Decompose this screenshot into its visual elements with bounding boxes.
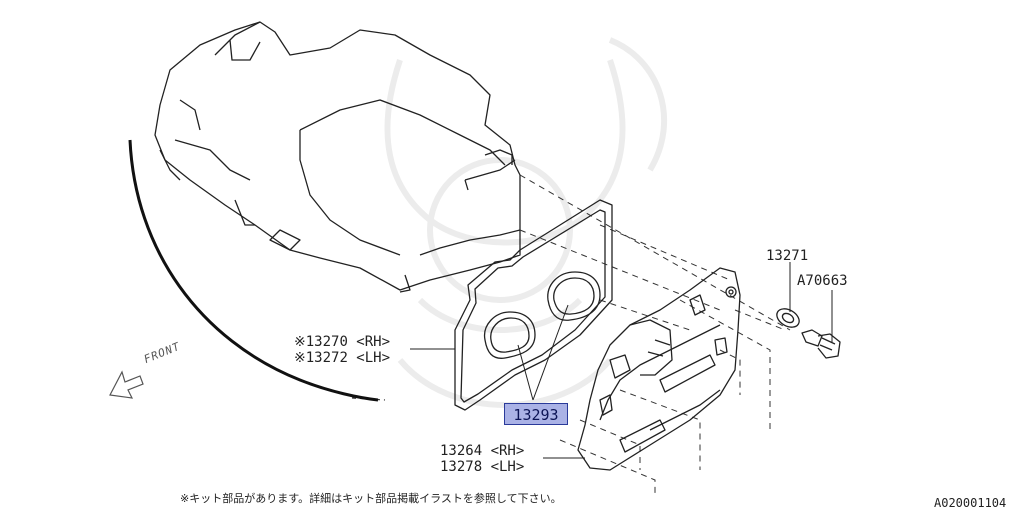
valve-cover-gasket-rh-number: ※13270 <RH> xyxy=(294,334,391,350)
diagram-code: A020001104 xyxy=(934,496,1007,510)
kit-footnote: ※キット部品があります。詳細はキット部品掲載イラストを参照して下さい。 xyxy=(180,492,562,505)
valve-cover-lh-number: 13278 <LH> xyxy=(440,459,525,475)
plug-tube-gaskets xyxy=(483,271,601,359)
alignment-lines xyxy=(519,174,791,495)
grouping-arc-tail xyxy=(351,397,386,401)
plug-tube-gasket-callout[interactable]: 13293 xyxy=(504,403,568,425)
front-arrow xyxy=(109,370,144,399)
watermark-emblem xyxy=(384,37,667,408)
washer xyxy=(776,308,800,328)
bolt-part-number: A70663 xyxy=(797,273,848,289)
grouping-arc xyxy=(128,139,379,402)
engine-block xyxy=(154,21,521,293)
bolt xyxy=(801,329,841,359)
valve-cover-gasket-lh-number: ※13272 <LH> xyxy=(294,350,391,366)
leader-lines xyxy=(410,262,833,459)
valve-cover xyxy=(577,267,741,471)
washer-part-number: 13271 xyxy=(766,248,809,264)
valve-cover-rh-number: 13264 <RH> xyxy=(440,443,525,459)
valve-cover-gasket xyxy=(454,199,613,411)
